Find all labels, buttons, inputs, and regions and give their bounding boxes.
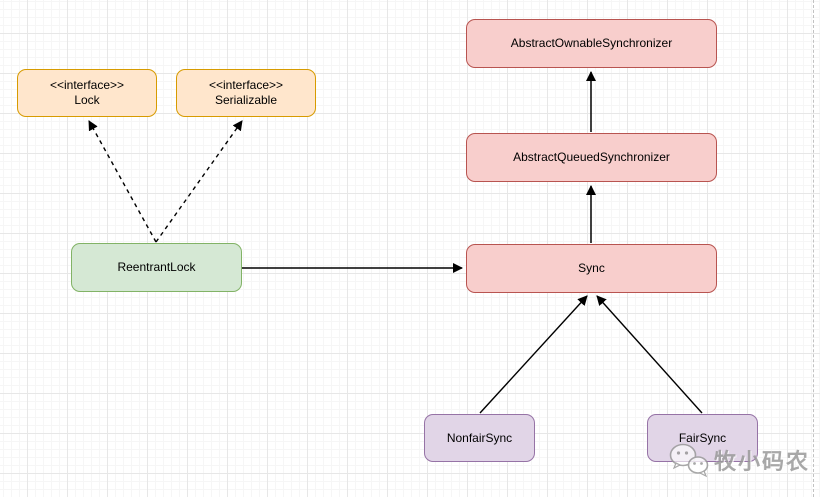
class-name-label: AbstractOwnableSynchronizer — [510, 36, 673, 50]
stereotype-label: <<interface>> — [49, 78, 125, 92]
node-sync: Sync — [466, 244, 717, 293]
node-serializable-interface: <<interface>> Serializable — [176, 69, 316, 117]
class-name-label: AbstractQueuedSynchronizer — [513, 150, 670, 164]
node-nonfair-sync: NonfairSync — [424, 414, 535, 462]
watermark: 牧小码农 — [668, 442, 810, 478]
class-name-label: FairSync — [678, 430, 727, 445]
node-lock-interface: <<interface>> Lock — [17, 69, 157, 117]
wechat-icon — [669, 443, 709, 478]
watermark-text: 牧小码农 — [714, 449, 811, 474]
class-name-label: ReentrantLock — [117, 260, 196, 274]
page-boundary-dashed-line — [813, 0, 814, 497]
stereotype-label: <<interface>> — [208, 78, 284, 92]
node-abstract-queued-synchronizer: AbstractQueuedSynchronizer — [466, 133, 717, 182]
class-name-label: Sync — [578, 261, 605, 275]
class-name-label: NonfairSync — [446, 430, 513, 445]
class-name-label: Serializable — [214, 93, 278, 107]
edge-reentrantlock-implements-lock — [88, 120, 157, 243]
node-abstract-ownable-synchronizer: AbstractOwnableSynchronizer — [466, 19, 717, 68]
edge-fairsync-extends-sync — [596, 295, 703, 414]
node-reentrant-lock: ReentrantLock — [71, 243, 242, 292]
class-name-label: Lock — [74, 93, 100, 107]
edge-nonfairsync-extends-sync — [479, 295, 588, 414]
edge-reentrantlock-implements-serializable — [155, 120, 243, 243]
